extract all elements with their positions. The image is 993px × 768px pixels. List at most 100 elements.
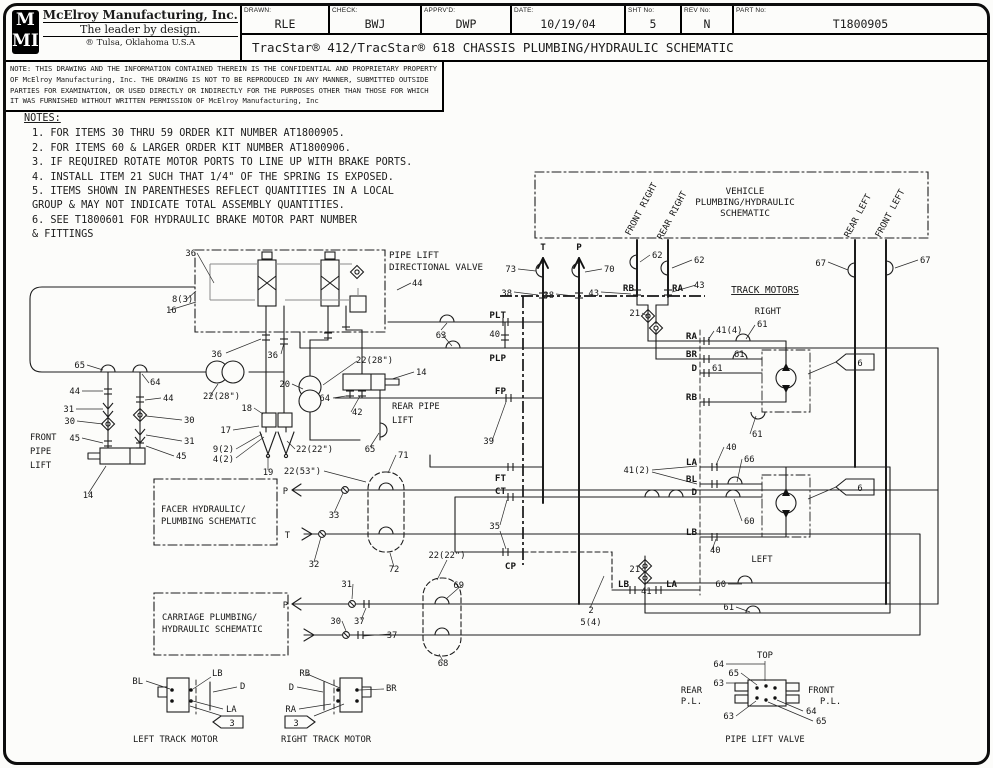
schematic-label: P (283, 487, 288, 497)
schematic-label: 14 (83, 491, 94, 501)
schematic-label: 21 (629, 309, 640, 319)
company-tagline: The leader by design. (42, 23, 238, 37)
title-field-revno: REV No:N (680, 6, 732, 33)
schematic-label: REAR LEFT (843, 192, 875, 239)
title-field-drawn: DRAWN:RLE (240, 6, 328, 33)
schematic-label: FRONT RIGHT (624, 181, 661, 238)
schematic-label: 19 (263, 468, 274, 478)
drawing-title: TracStar® 412/TracStar® 618 CHASSIS PLUM… (240, 33, 987, 60)
note-item: 1. FOR ITEMS 30 THRU 59 ORDER KIT NUMBER… (32, 128, 345, 140)
schematic-label: RA (285, 705, 296, 715)
schematic-label: 44 (163, 394, 174, 404)
schematic-label: 30 (64, 417, 75, 427)
schematic-label: 35 (489, 522, 500, 532)
wires (29, 251, 939, 729)
title-field-date: DATE:10/19/04 (510, 6, 624, 33)
schematic-label: 21 (629, 565, 640, 575)
schematic-label: 22(28") (203, 392, 240, 402)
schematic-label: 39 (483, 437, 494, 447)
schematic-label: 44 (412, 279, 423, 289)
company-name: McElroy Manufacturing, Inc. (42, 8, 238, 23)
schematic-label: 44 (69, 387, 80, 397)
registered-mark: ® (85, 38, 94, 48)
schematic-label: 40 (726, 443, 737, 453)
schematic-label: FRONT (30, 433, 57, 443)
schematic-label: HYDRAULIC SCHEMATIC (162, 625, 263, 635)
schematic-label: SCHEMATIC (720, 208, 770, 219)
schematic-label: BR (686, 349, 698, 360)
schematic-label: 63 (713, 679, 724, 689)
schematic-label: PLUMBING SCHEMATIC (161, 517, 256, 527)
title-field-check: CHECK:BWJ (328, 6, 420, 33)
schematic-label: 2 (588, 606, 593, 616)
schematic-label: RA (686, 331, 698, 342)
schematic-label: LA (226, 705, 237, 715)
facer-schematic-box (153, 478, 278, 546)
schematic-label: FRONT LEFT (874, 187, 908, 239)
schematic-label: CP (505, 561, 517, 572)
schematic-label: 36 (211, 350, 222, 360)
schematic-label: 65 (816, 717, 827, 727)
schematic-label: FRONT (808, 686, 835, 696)
schematic-label: 69 (453, 581, 464, 591)
schematic-label: 3 (293, 719, 298, 729)
schematic-label: 61 (734, 350, 745, 360)
schematic-label: D (691, 363, 697, 374)
schematic-label: T (540, 242, 546, 253)
schematic-label: RB (623, 283, 635, 294)
schematic-label: D (691, 487, 697, 498)
schematic-label: REAR PIPE (392, 402, 440, 412)
notes-heading: NOTES: (24, 113, 61, 124)
schematic-label: RIGHT (755, 307, 782, 317)
schematic-label: 18 (241, 404, 252, 414)
schematic-label: 40 (710, 546, 721, 556)
note-item: 3. IF REQUIRED ROTATE MOTOR PORTS TO LIN… (32, 157, 413, 169)
schematic-label: PLUMBING/HYDRAULIC (695, 197, 795, 208)
schematic-label: 43 (588, 289, 599, 299)
logo-bottom: MI (12, 31, 39, 51)
hose-bundle-68-69 (422, 577, 462, 657)
title-field-shtno: SHT No:5 (624, 6, 680, 33)
schematic-label: 17 (220, 426, 231, 436)
schematic-label: 6 (857, 359, 862, 369)
schematic-label: FP (495, 386, 507, 397)
schematic-label: LB (212, 669, 223, 679)
schematic-label: D (289, 683, 294, 693)
schematic-label: 31 (341, 580, 352, 590)
schematic-label: 22(22") (428, 551, 465, 561)
schematic-label: RB (299, 669, 310, 679)
schematic-label: FT (495, 473, 507, 484)
schematic-label: 61 (723, 603, 734, 613)
schematic-label: 60 (744, 517, 755, 527)
schematic-label: 67 (815, 259, 826, 269)
schematic-label: LA (666, 579, 678, 590)
schematic-label: 65 (74, 361, 85, 371)
schematic-label: 38 (501, 289, 512, 299)
hose-bundle-71-72 (367, 471, 405, 553)
company-info: McElroy Manufacturing, Inc. The leader b… (41, 6, 242, 60)
schematic-label: 67 (920, 256, 931, 266)
schematic-label: 45 (176, 452, 187, 462)
schematic-label: 61 (752, 430, 763, 440)
schematic-label: 22(22") (296, 445, 333, 455)
schematic-label: LB (618, 579, 630, 590)
schematic-label: PLP (489, 353, 506, 364)
schematic-label: LB (686, 527, 698, 538)
schematic-label: 32 (309, 560, 320, 570)
schematic-label: P (283, 601, 288, 611)
schematic-label: 64 (319, 394, 330, 404)
schematic-label: 61 (712, 364, 723, 374)
schematic-label: 45 (69, 434, 80, 444)
notes-list: 1. FOR ITEMS 30 THRU 59 ORDER KIT NUMBER… (24, 127, 464, 242)
schematic-label: 33 (329, 511, 340, 521)
schematic-label: 40 (489, 330, 500, 340)
schematic-label: 71 (398, 451, 409, 461)
schematic-label: P.L. (820, 697, 841, 707)
schematic-label: 36 (267, 351, 278, 361)
schematic-label: 4(2) (213, 455, 234, 465)
schematic-boxes (153, 171, 929, 657)
note-item: 2. FOR ITEMS 60 & LARGER ORDER KIT NUMBE… (32, 142, 351, 154)
